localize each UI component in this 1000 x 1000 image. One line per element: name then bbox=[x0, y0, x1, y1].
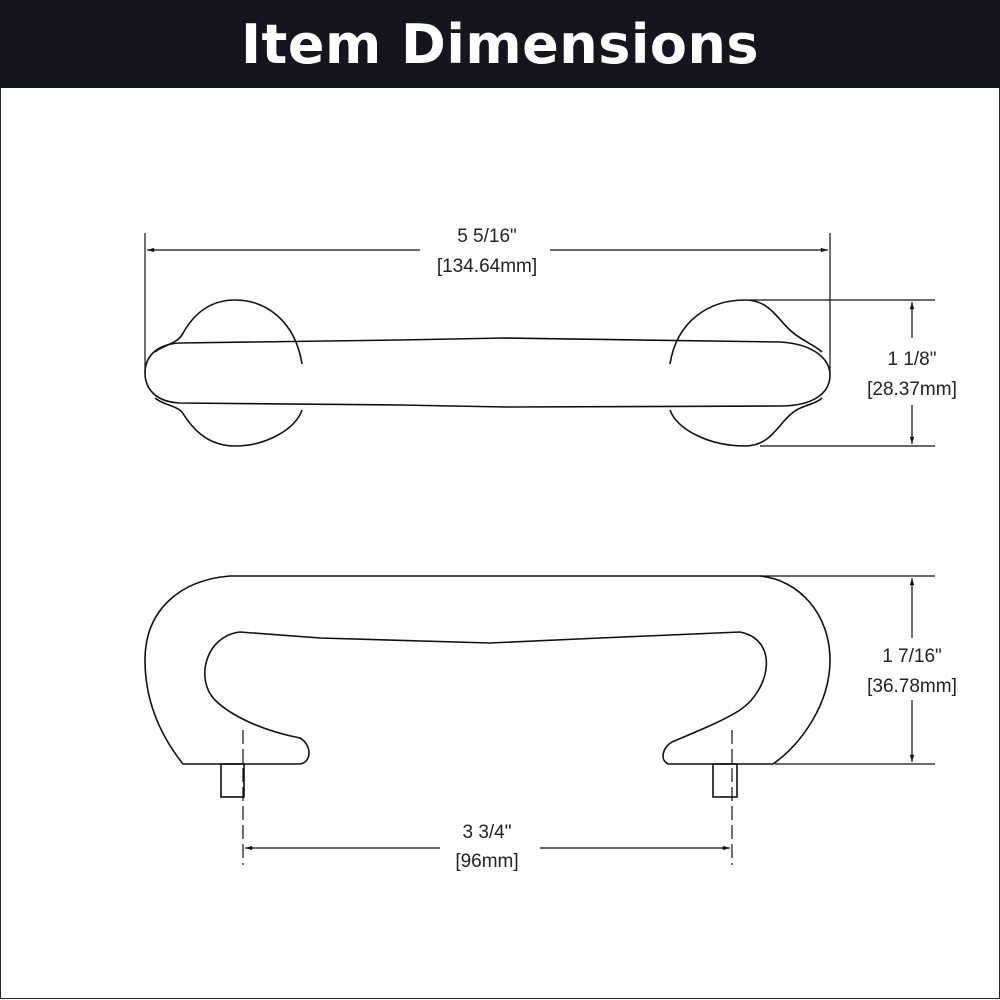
base-height-imperial: 1 1/8" bbox=[887, 349, 936, 370]
projection-imperial: 1 7/16" bbox=[882, 646, 942, 667]
center-to-center-imperial: 3 3/4" bbox=[462, 822, 511, 843]
base-height-metric: [28.37mm] bbox=[867, 379, 957, 400]
right-rosette-bottom bbox=[669, 397, 823, 447]
left-post bbox=[220, 763, 245, 798]
top-view: 5 5/16" [134.64mm] 1 1/8" [28.37mm] bbox=[144, 226, 957, 447]
left-rosette bbox=[154, 299, 303, 365]
page-title: Item Dimensions bbox=[240, 12, 760, 76]
right-rosette bbox=[669, 299, 823, 365]
length-metric: [134.64mm] bbox=[437, 256, 537, 277]
handle-bar-top-view bbox=[144, 337, 831, 408]
center-to-center-metric: [96mm] bbox=[455, 851, 518, 872]
right-post bbox=[712, 763, 738, 798]
header-bar: Item Dimensions bbox=[0, 0, 1000, 88]
left-rosette-bottom bbox=[154, 397, 303, 447]
length-imperial: 5 5/16" bbox=[457, 226, 517, 247]
handle-profile bbox=[144, 575, 831, 765]
projection-metric: [36.78mm] bbox=[867, 676, 957, 697]
side-view: 3 3/4" [96mm] 1 7/16" [36.78mm] bbox=[144, 575, 957, 872]
